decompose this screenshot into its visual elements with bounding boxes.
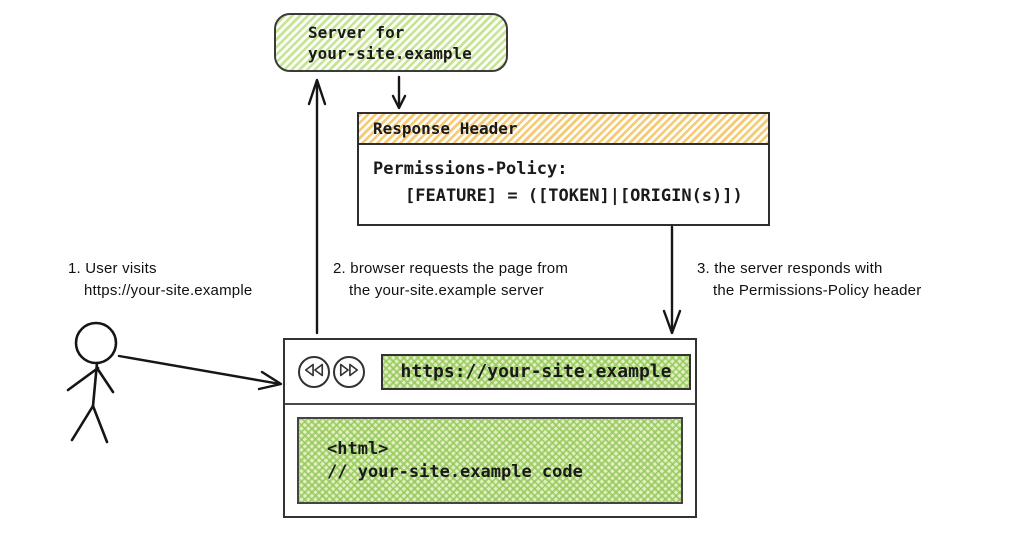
user-left-leg xyxy=(70,404,95,442)
step3-line1: 3. the server responds with xyxy=(697,260,883,277)
step1-label: 1. User visits https://your-site.example xyxy=(68,258,252,302)
browser-toolbar: https://your-site.example xyxy=(285,340,695,405)
response-header-title: Response Header xyxy=(359,114,768,145)
browser-window: https://your-site.example <html> // your… xyxy=(283,338,697,518)
response-header-box: Response Header Permissions-Policy: [FEA… xyxy=(357,112,770,226)
response-header-body-line1: Permissions-Policy: xyxy=(373,159,568,179)
step3-label: 3. the server responds with the Permissi… xyxy=(697,258,921,302)
page-content-line1: <html> xyxy=(327,438,389,459)
url-bar[interactable]: https://your-site.example xyxy=(381,353,691,390)
step1-line1: 1. User visits xyxy=(68,260,157,277)
arrow-server-to-response-header xyxy=(391,75,407,110)
fast-forward-icon xyxy=(338,362,360,382)
server-box-line1: Server for xyxy=(308,22,405,42)
user-right-leg xyxy=(91,404,109,444)
browser-content-area: <html> // your-site.example code xyxy=(285,405,695,516)
step2-label: 2. browser requests the page from the yo… xyxy=(333,258,568,302)
user-head xyxy=(74,321,118,365)
url-text: https://your-site.example xyxy=(400,361,672,382)
server-box: Server for your-site.example xyxy=(274,13,508,72)
step3-line2: the Permissions-Policy header xyxy=(713,282,922,299)
forward-button[interactable] xyxy=(333,355,365,388)
page-content-line2: // your-site.example code xyxy=(327,461,583,482)
step2-line2: the your-site.example server xyxy=(349,282,544,299)
arrow-browser-to-server xyxy=(307,78,327,335)
page-content-box: <html> // your-site.example code xyxy=(297,417,683,504)
response-header-body: Permissions-Policy: [FEATURE] = ([TOKEN]… xyxy=(359,145,768,224)
back-button[interactable] xyxy=(298,355,330,388)
response-header-body-line2: [FEATURE] = ([TOKEN]|[ORIGIN(s)]) xyxy=(405,186,743,206)
server-box-line2: your-site.example xyxy=(308,43,472,63)
step1-line2: https://your-site.example xyxy=(84,282,253,299)
arrow-response-header-to-browser xyxy=(662,225,682,335)
user-right-arm xyxy=(95,366,115,394)
step2-line1: 2. browser requests the page from xyxy=(333,260,569,277)
user-body xyxy=(91,361,99,408)
user-left-arm xyxy=(66,366,100,392)
stick-figure-user xyxy=(66,321,118,444)
rewind-icon xyxy=(303,362,325,382)
arrow-user-to-browser xyxy=(117,354,283,391)
